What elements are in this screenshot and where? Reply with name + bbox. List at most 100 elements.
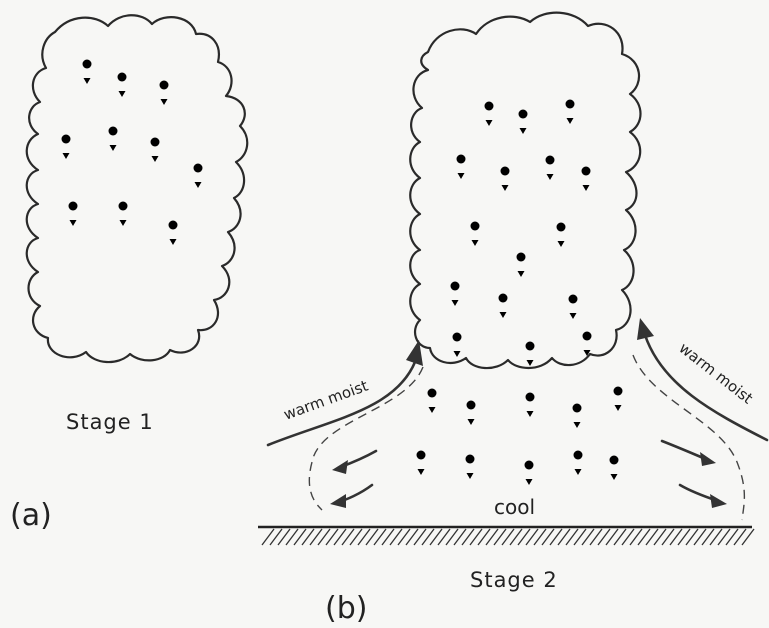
stage-2-panel: warm moist warm moist cool Stage 2 (b) (258, 11, 769, 626)
droplet (456, 154, 466, 179)
droplet (525, 392, 535, 417)
hatch-mark (293, 528, 307, 546)
hatch-mark (725, 528, 739, 546)
stage-2-cloud (409, 11, 642, 370)
stage-1-cloud (25, 14, 249, 364)
right-inflow-dashed-line (632, 354, 746, 521)
droplet (565, 99, 575, 124)
droplet (525, 341, 535, 366)
right-inflow-arrowhead (637, 318, 654, 340)
droplet (518, 109, 528, 134)
droplet (524, 460, 534, 485)
droplet (613, 386, 623, 411)
hatch-mark (533, 528, 547, 546)
droplet (452, 332, 462, 357)
hatch-mark (469, 528, 483, 546)
outflow-arrow-right-lower-head (710, 494, 727, 508)
hatch-mark (405, 528, 419, 546)
droplet (484, 101, 494, 126)
hatch-mark (309, 528, 323, 546)
hatch-mark (733, 528, 747, 546)
hatch-mark (485, 528, 499, 546)
stage-2-label: Stage 2 (470, 568, 558, 592)
droplet (516, 252, 526, 277)
droplet (556, 222, 566, 247)
droplet (168, 220, 178, 245)
droplet (568, 294, 578, 319)
right-inflow-arrow (643, 333, 769, 442)
hatch-mark (693, 528, 707, 546)
hatch-mark (461, 528, 475, 546)
stage-1-label: Stage 1 (66, 410, 154, 434)
hatch-mark (677, 528, 691, 546)
droplet (572, 403, 582, 428)
hatch-mark (565, 528, 579, 546)
stage-1-panel: Stage 1 (a) (10, 14, 249, 533)
hatch-mark (413, 528, 427, 546)
panel-b-label: (b) (325, 591, 367, 626)
droplet (498, 293, 508, 318)
cool-label: cool (494, 495, 535, 519)
hatch-mark (597, 528, 611, 546)
hatch-mark (621, 528, 635, 546)
hatch-mark (277, 528, 291, 546)
stage-2-cloud-droplets (450, 99, 592, 366)
left-inflow-label: warm moist (281, 377, 370, 424)
droplet (68, 201, 78, 226)
hatch-mark (333, 528, 347, 546)
hatch-mark (653, 528, 667, 546)
hatch-mark (445, 528, 459, 546)
stage-2-rain-droplets (416, 386, 623, 485)
hatch-mark (349, 528, 363, 546)
droplet (416, 450, 426, 475)
ground-hatching (261, 528, 755, 546)
hatch-mark (285, 528, 299, 546)
outflow-arrow-right-upper-head (700, 452, 716, 466)
hatch-mark (669, 528, 683, 546)
hatch-mark (525, 528, 539, 546)
hatch-mark (301, 528, 315, 546)
droplet (500, 166, 510, 191)
left-inflow-arrowhead (406, 340, 423, 366)
hatch-mark (685, 528, 699, 546)
panel-a-label: (a) (10, 498, 52, 533)
hatch-mark (581, 528, 595, 546)
hatch-mark (541, 528, 555, 546)
hatch-mark (421, 528, 435, 546)
droplet (581, 166, 591, 191)
hatch-mark (629, 528, 643, 546)
hatch-mark (549, 528, 563, 546)
hatch-mark (661, 528, 675, 546)
hatch-mark (317, 528, 331, 546)
hatch-mark (557, 528, 571, 546)
droplet (545, 155, 555, 180)
hatch-mark (645, 528, 659, 546)
hatch-mark (637, 528, 651, 546)
hatch-mark (701, 528, 715, 546)
droplet (108, 126, 118, 151)
droplet (117, 72, 127, 97)
hatch-mark (517, 528, 531, 546)
droplet (150, 137, 160, 162)
hatch-mark (325, 528, 339, 546)
hatch-mark (589, 528, 603, 546)
hatch-mark (509, 528, 523, 546)
droplet (465, 454, 475, 479)
droplet (427, 388, 437, 413)
hatch-mark (717, 528, 731, 546)
droplet (118, 201, 128, 226)
right-inflow-label: warm moist (676, 339, 757, 408)
droplet (466, 400, 476, 425)
droplet (450, 281, 460, 306)
hatch-mark (269, 528, 283, 546)
hatch-mark (493, 528, 507, 546)
droplet (61, 134, 71, 159)
left-inflow-dashed-line (308, 366, 424, 511)
hatch-mark (709, 528, 723, 546)
droplet (82, 59, 92, 84)
hatch-mark (381, 528, 395, 546)
hatch-mark (429, 528, 443, 546)
hatch-mark (397, 528, 411, 546)
stage-1-droplets (61, 59, 203, 245)
